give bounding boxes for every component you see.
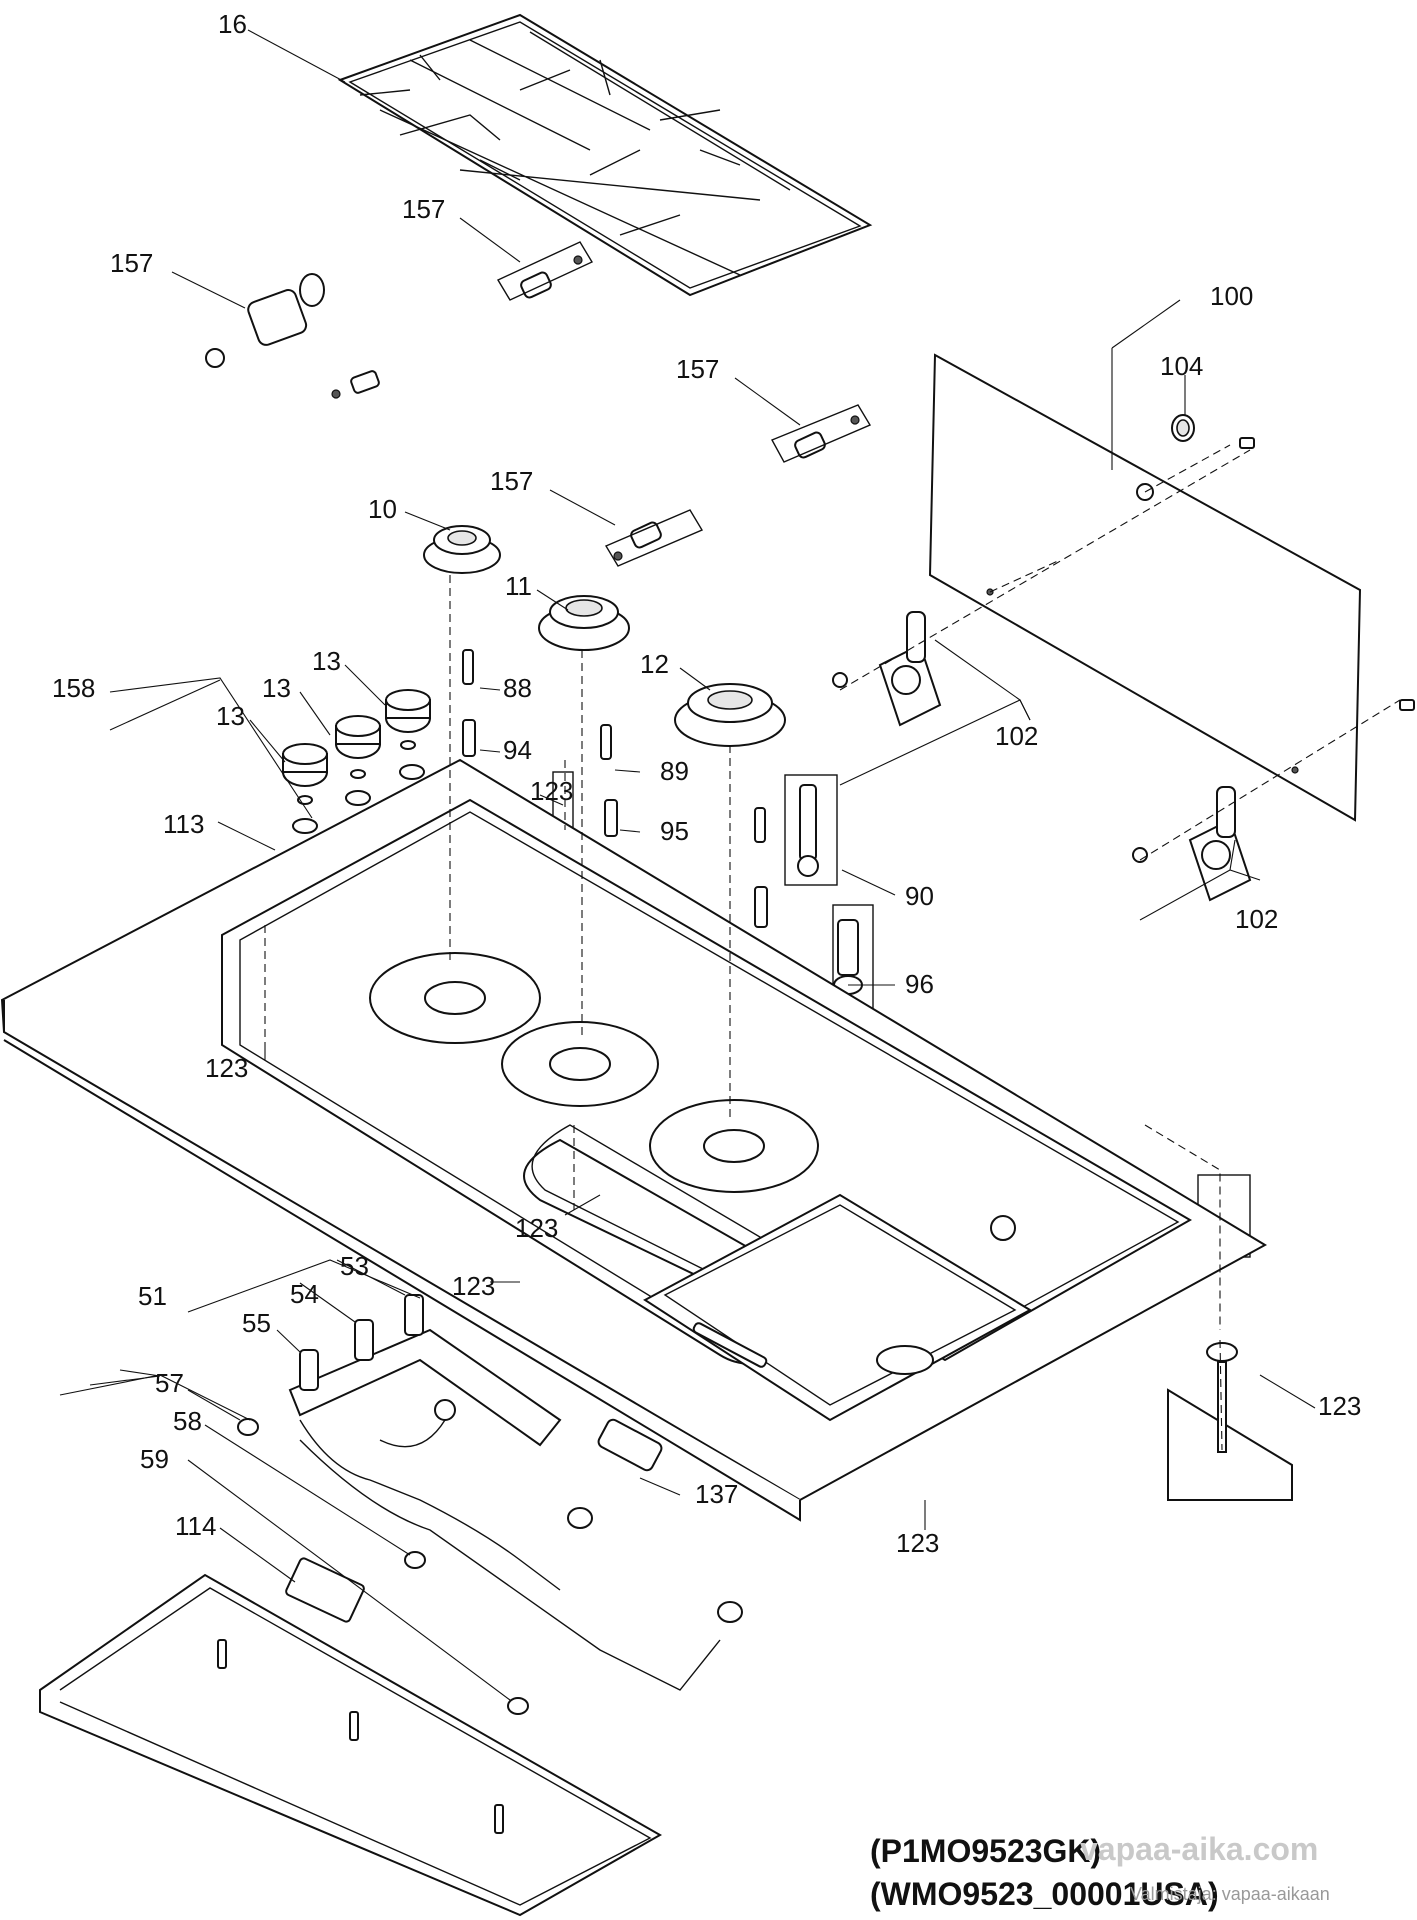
callout-89: 89 — [660, 756, 689, 786]
callout-59: 59 — [140, 1444, 169, 1474]
callout-labels: 16 157 157 157 157 100 104 10 11 12 13 1… — [52, 9, 1361, 1558]
callout-54: 54 — [290, 1279, 319, 1309]
hob-worktop — [0, 758, 1268, 1522]
knob-157-left — [205, 273, 380, 399]
callout-102: 102 — [1235, 904, 1278, 934]
callout-102: 102 — [995, 721, 1038, 751]
callout-90: 90 — [905, 881, 934, 911]
knob-insert-157-mid — [604, 509, 704, 567]
knob-insert-157-top — [496, 241, 594, 301]
watermark: vapaa-aika.com Valmistaja: vapaa-aikaan — [1080, 1831, 1330, 1904]
callout-100: 100 — [1210, 281, 1253, 311]
callout-157: 157 — [676, 354, 719, 384]
callout-123: 123 — [205, 1053, 248, 1083]
control-knobs-13 — [282, 689, 431, 834]
callout-88: 88 — [503, 673, 532, 703]
callout-13: 13 — [216, 701, 245, 731]
model-code-block: (P1MO9523GK) (WMO9523_00001USA) — [870, 1833, 1219, 1912]
hinge-lower — [1132, 786, 1252, 902]
callout-16: 16 — [218, 9, 247, 39]
callout-114: 114 — [175, 1511, 216, 1541]
hinge-upper — [832, 611, 942, 727]
callout-123: 123 — [452, 1271, 495, 1301]
callout-51: 51 — [138, 1281, 167, 1311]
callout-104: 104 — [1160, 351, 1203, 381]
callout-123: 123 — [896, 1528, 939, 1558]
callout-55: 55 — [242, 1308, 271, 1338]
callout-123: 123 — [530, 776, 573, 806]
callout-137: 137 — [695, 1479, 738, 1509]
burner-11 — [538, 595, 630, 651]
callout-11: 11 — [505, 571, 532, 601]
glass-lid — [928, 353, 1415, 822]
leader-lines — [59, 29, 1316, 1701]
callout-157: 157 — [490, 466, 533, 496]
mounting-plate — [1167, 1342, 1293, 1501]
callout-123: 123 — [515, 1213, 558, 1243]
callout-53: 53 — [340, 1251, 369, 1281]
callout-12: 12 — [640, 649, 669, 679]
callout-13: 13 — [262, 673, 291, 703]
model-code-line1: (P1MO9523GK) — [870, 1833, 1101, 1869]
burner-12 — [674, 683, 786, 747]
callout-13: 13 — [312, 646, 341, 676]
knob-insert-157-right — [771, 404, 872, 463]
burner-10 — [423, 525, 501, 574]
callout-58: 58 — [173, 1406, 202, 1436]
assembly-lines — [264, 444, 1401, 1451]
callout-113: 113 — [163, 809, 204, 839]
callout-95: 95 — [660, 816, 689, 846]
watermark-main: vapaa-aika.com — [1080, 1831, 1318, 1867]
gas-manifold — [237, 1294, 743, 1715]
callout-57: 57 — [155, 1368, 184, 1398]
pan-support-grid — [337, 13, 873, 297]
callout-10: 10 — [368, 494, 397, 524]
callout-94: 94 — [503, 735, 532, 765]
callout-157: 157 — [110, 248, 153, 278]
callout-96: 96 — [905, 969, 934, 999]
callout-158: 158 — [52, 673, 95, 703]
callout-123: 123 — [1318, 1391, 1361, 1421]
callout-157: 157 — [402, 194, 445, 224]
watermark-sub: Valmistaja: vapaa-aikaan — [1130, 1884, 1330, 1904]
model-code-line2: (WMO9523_00001USA) — [870, 1876, 1219, 1912]
bottom-tray — [39, 1557, 663, 1917]
